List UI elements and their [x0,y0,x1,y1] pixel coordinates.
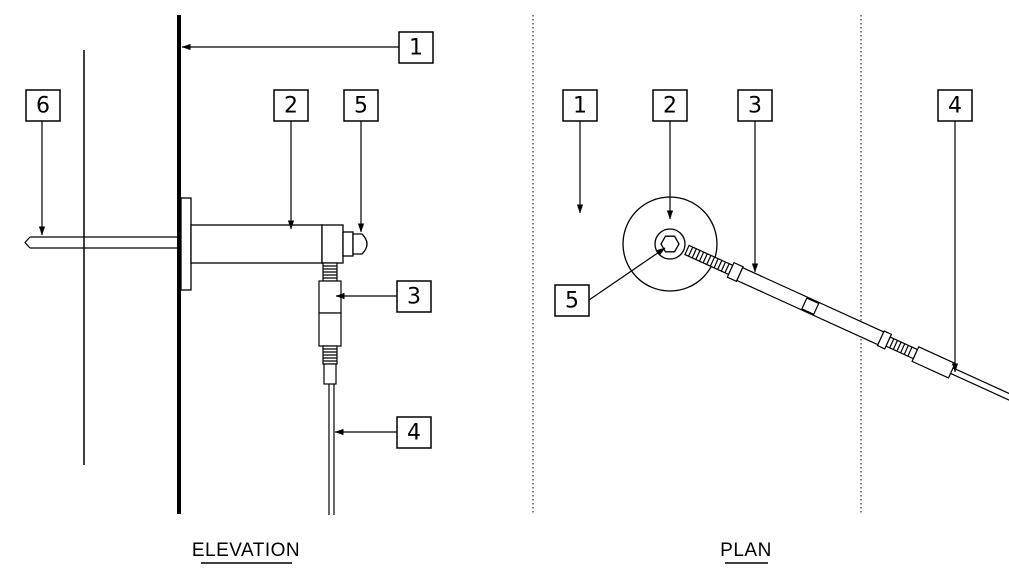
svg-text:3: 3 [407,285,421,310]
plan-hex-nut [654,228,686,260]
svg-text:4: 4 [948,94,962,119]
elevation-tag-1: 1 [398,31,434,64]
plan-tag-5: 5 [554,284,590,317]
svg-text:3: 3 [748,94,762,119]
svg-text:4: 4 [407,421,421,446]
svg-text:5: 5 [354,94,368,119]
plan-title: PLAN [720,540,772,561]
plan-leaders [576,121,959,373]
svg-text:6: 6 [36,94,50,119]
elevation-title: ELEVATION [192,540,300,561]
elevation-flange-plate [180,197,192,291]
plan-tag-4: 4 [937,89,973,122]
elevation-rod [24,236,178,249]
svg-text:1: 1 [409,36,423,61]
elevation-tag-4: 4 [396,416,432,449]
svg-text:5: 5 [565,289,579,314]
elevation-body [190,224,368,264]
elevation-view: 1 6 2 5 3 4 ELEVATION [24,15,434,564]
elevation-tag-3: 3 [396,280,432,313]
svg-text:2: 2 [663,94,677,119]
plan-tag-3: 3 [737,89,773,122]
plan-tag-2: 2 [652,89,688,122]
elevation-tag-5: 5 [343,89,379,122]
svg-text:1: 1 [573,94,587,119]
plan-turnbuckle-assembly [684,244,1009,421]
elevation-turnbuckle [318,262,342,385]
elevation-cable [328,384,335,515]
svg-text:2: 2 [284,94,298,119]
elevation-tag-2: 2 [273,89,309,122]
plan-view: 1 2 3 4 5 PLAN [532,15,1009,564]
elevation-tag-6: 6 [25,89,61,122]
plan-tag-1: 1 [562,89,598,122]
elevation-leaders [38,43,399,436]
